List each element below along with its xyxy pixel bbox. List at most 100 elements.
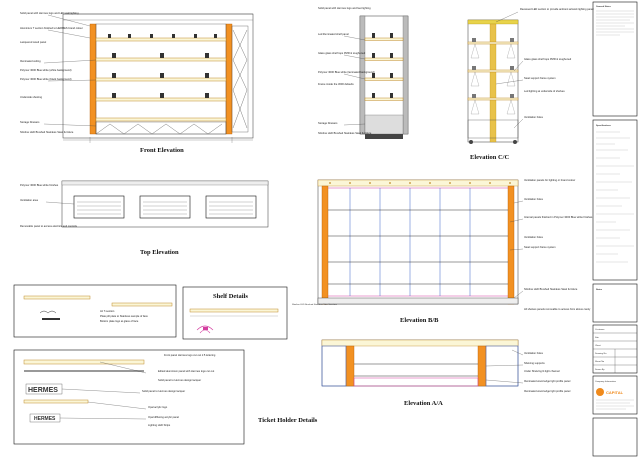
note: Lacquered wood panel bbox=[20, 40, 47, 44]
field-label: Site bbox=[595, 336, 600, 339]
note: Illuminated wood edge light profile pane… bbox=[524, 389, 571, 393]
elevation-cc-notes: Recessed LED section to provide ambient … bbox=[495, 7, 594, 129]
specifications-title: Specifications bbox=[596, 124, 612, 127]
front-shelves bbox=[95, 37, 227, 122]
specifications-panel bbox=[592, 119, 638, 281]
elevation-cc: Recessed LED section to provide ambient … bbox=[467, 7, 594, 161]
title-block: General Notes Specifications Notes Custo… bbox=[592, 1, 638, 457]
shelf-details-notes: Air T-section Plate pill plate to Stainl… bbox=[100, 309, 148, 323]
brand-logo-text: HERMES bbox=[28, 387, 58, 394]
note: Internal panels finished in Polymer 3000… bbox=[524, 215, 593, 219]
top-vent-panels bbox=[73, 195, 257, 219]
front-left-post bbox=[89, 23, 97, 135]
note: Ventilation holes bbox=[524, 235, 544, 239]
note: Ventilation panels for lighting or brand… bbox=[524, 178, 575, 182]
note: Air T-section bbox=[100, 309, 115, 313]
field-label: Customer bbox=[595, 328, 605, 331]
note: Storage Drawers bbox=[318, 121, 338, 125]
notes-panel bbox=[592, 283, 638, 323]
note: Edited aluminium panel with Hermes logo … bbox=[158, 369, 215, 373]
blank-panel bbox=[592, 417, 638, 457]
field-label: Sheet No bbox=[595, 360, 605, 363]
note: Storage Drawers bbox=[20, 120, 40, 124]
company-panel bbox=[592, 375, 638, 415]
company-logo-icon bbox=[596, 388, 604, 396]
note: Lighting LED Strips bbox=[148, 423, 171, 427]
elevation-bb-notes: Ventilation panels for lighting or brand… bbox=[292, 178, 593, 311]
elevation-cc-light-cones bbox=[470, 43, 516, 115]
note: Polymer 3000 Blue white (black backgroun… bbox=[20, 77, 72, 81]
note: Solid panel with Hermes logo and LED wal… bbox=[20, 11, 79, 15]
note: Bottom plate logo at glass of face bbox=[100, 319, 139, 323]
general-notes-title: General Notes bbox=[596, 5, 612, 8]
note: Solid panel to Hermes design lacquer bbox=[158, 378, 201, 382]
front-right-post bbox=[225, 23, 233, 135]
field-label: Drawing No bbox=[595, 352, 607, 355]
elevation-bb-inner-panel bbox=[325, 187, 511, 297]
elevation-aa-title: Elevation A/A bbox=[404, 400, 443, 407]
note: Glass glass shelf tops PMR & toughened bbox=[524, 57, 572, 61]
shelf-details-title: Shelf Details bbox=[213, 293, 248, 300]
field-label: Client bbox=[595, 344, 601, 347]
note: Underside shelving bbox=[20, 95, 43, 99]
ticket-holder-detail: HERMES HERMES Front panel Hermes logo cu… bbox=[13, 349, 245, 445]
note: Ventilation area bbox=[20, 198, 38, 202]
note: Frame inside the 3000 defaults bbox=[318, 82, 354, 86]
section-notes: Solid panel with Hermes logo and feet li… bbox=[318, 6, 375, 135]
notes-title: Notes bbox=[596, 288, 603, 291]
general-notes-panel bbox=[592, 1, 638, 117]
note: Ventilation holes bbox=[524, 351, 544, 355]
field-label: Drawn By bbox=[595, 368, 605, 371]
note: All shelves panels removable to access f… bbox=[524, 307, 591, 311]
elevation-bb-title: Elevation B/B bbox=[400, 317, 439, 324]
company-info-label: Company Information bbox=[595, 380, 617, 383]
note: Ventilation holes bbox=[524, 115, 544, 119]
company-name: CAPITAL bbox=[606, 390, 624, 395]
note: Plate pill plate to Stainless sample of … bbox=[100, 314, 148, 318]
note: Illuminated wood edge light profile pane… bbox=[524, 379, 571, 383]
elevation-bb-shelves bbox=[328, 209, 508, 285]
elevation-aa-notes: Ventilation holes Shelving supports Unde… bbox=[485, 349, 571, 393]
note: Slimline LED Brushed Stainless Steel fur… bbox=[524, 287, 578, 291]
note: Removable panel to access electrics and … bbox=[20, 224, 78, 228]
note: Under Shelving lit light channel bbox=[524, 369, 560, 373]
company-logo: CAPITAL bbox=[596, 388, 624, 396]
elevation-cc-title: Elevation C/C bbox=[470, 154, 509, 161]
note: Steel support frame system bbox=[524, 245, 556, 249]
rail-detail: Air T-section Plate pill plate to Stainl… bbox=[13, 284, 177, 338]
note: Solid panel to Hermes design lacquer bbox=[142, 389, 185, 393]
elevation-aa: Ventilation holes Shelving supports Unde… bbox=[321, 339, 571, 407]
note: Illuminated ceiling bbox=[20, 59, 41, 63]
front-displayed-items bbox=[108, 34, 217, 98]
front-elevation-title: Front Elevation bbox=[140, 147, 184, 154]
note: Front panel Hermes logo cut out 1:5 lett… bbox=[164, 353, 216, 357]
ticket-holder-title: Ticket Holder Details bbox=[258, 417, 318, 424]
section-view: Solid panel with Hermes logo and feet li… bbox=[318, 6, 409, 139]
front-side-panel bbox=[231, 25, 249, 133]
top-elevation-notes: Polymer 3000 Blue white finishes Ventila… bbox=[20, 183, 78, 228]
note: Slimline LED Brushed Stainless Steel fur… bbox=[292, 303, 338, 306]
note: Opal acrylic logo bbox=[148, 405, 168, 409]
note: Opal diffusing acrylic panel bbox=[148, 415, 179, 419]
note: Shelving supports bbox=[524, 361, 545, 365]
front-elevation-notes: Solid panel with Hermes logo and LED wal… bbox=[20, 11, 97, 134]
top-elevation: Polymer 3000 Blue white finishes Ventila… bbox=[20, 180, 269, 256]
note: Glass glass shelf tops PMR & toughened bbox=[318, 51, 366, 55]
ticket-holder-frame bbox=[13, 349, 245, 445]
shelf-details-frame bbox=[182, 286, 288, 340]
note: Steel support frame system bbox=[524, 76, 556, 80]
front-storage-drawers bbox=[95, 121, 227, 135]
brand-logo-text: HERMES bbox=[34, 416, 56, 422]
note: Led lighting at underside of shelves bbox=[524, 89, 565, 93]
note: Solid panel with Hermes logo and feet li… bbox=[318, 6, 371, 10]
note: Aluminium T section finished to HERMES b… bbox=[20, 26, 83, 30]
shelf-details: Shelf Details bbox=[182, 286, 288, 340]
top-elevation-title: Top Elevation bbox=[140, 249, 179, 256]
front-elevation: Solid panel with Hermes logo and LED wal… bbox=[20, 11, 254, 154]
top-elevation-frame bbox=[61, 180, 269, 228]
note: Slimline LED Brushed Stainless Steel fur… bbox=[318, 131, 372, 135]
note: Slimline LED Brushed Stainless Steel fur… bbox=[20, 130, 74, 134]
rail-detail-frame bbox=[13, 284, 177, 338]
